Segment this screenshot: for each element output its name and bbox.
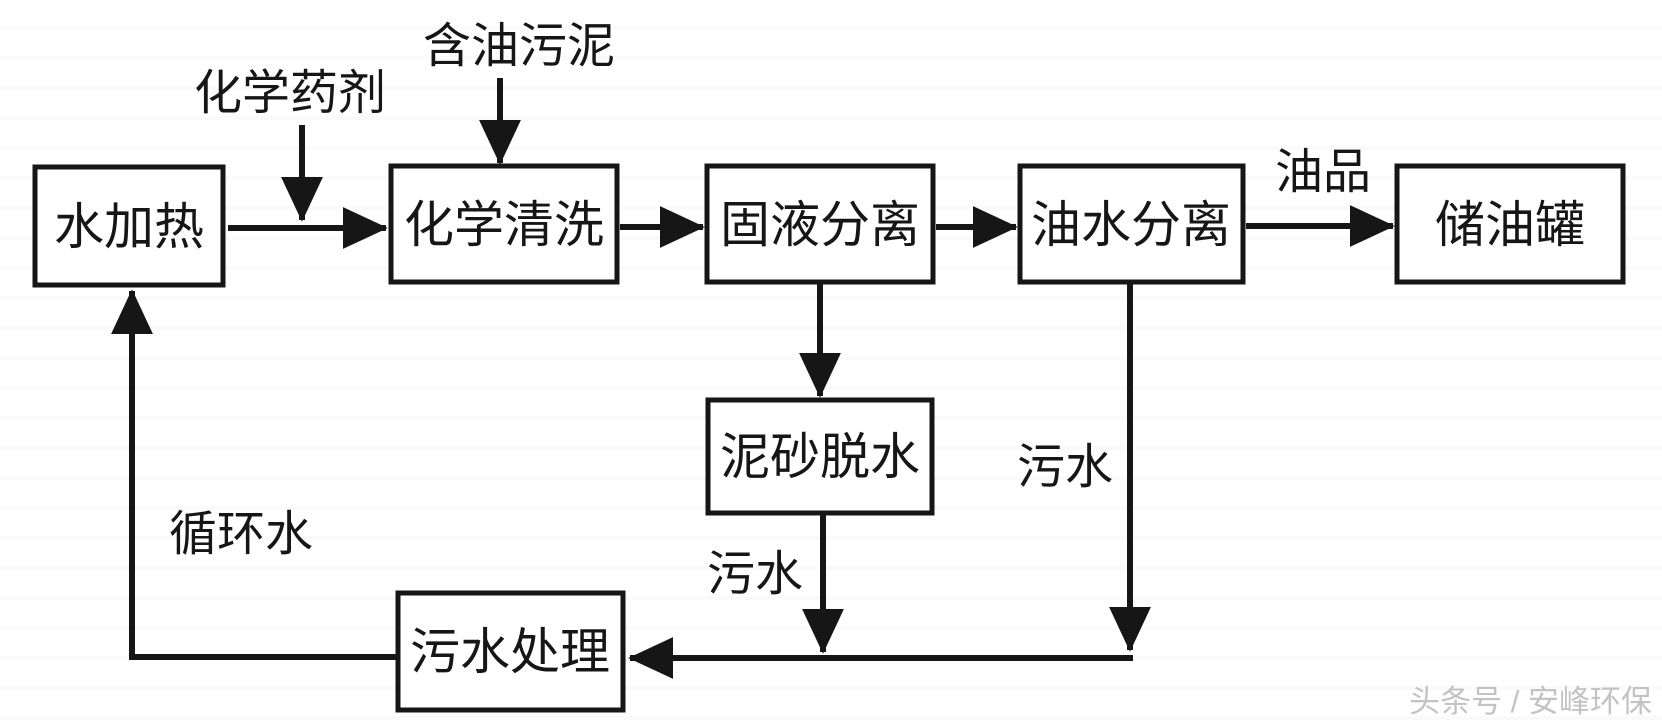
solid-liquid-separation-box-rect (704, 163, 936, 285)
flow-box-wastewater-treatment: 污水处理 (395, 590, 626, 713)
flow-box-chemical-washing: 化学清洗 (388, 163, 620, 285)
solid-liquid-separation-label: 固液分离 (720, 197, 920, 253)
sand-dewatering-box-rect (705, 397, 935, 516)
flow-box-oil-water-separation: 油水分离 (1017, 163, 1246, 285)
oil-water-separation-label: 油水分离 (1031, 197, 1231, 253)
watermark-text: 头条号 / 安峰环保 (1409, 684, 1652, 719)
wastewater-label-right: 污水 (1017, 441, 1113, 494)
chemical-agent-input-label: 化学药剂 (194, 67, 386, 120)
arrow-circulating-water-recycle (111, 289, 398, 660)
wastewater-treatment-box-rect (395, 590, 626, 713)
chemical-washing-label: 化学清洗 (404, 197, 604, 253)
circulating-water-label: 循环水 (169, 508, 313, 561)
sand-dewatering-label: 泥砂脱水 (720, 429, 920, 485)
water-heating-label: 水加热 (54, 199, 204, 255)
oil-storage-tank-label: 储油罐 (1435, 197, 1585, 253)
flow-box-solid-liquid-separation: 固液分离 (704, 163, 936, 285)
oily-sludge-input-label: 含油污泥 (423, 20, 615, 73)
oil-water-separation-box-rect (1017, 163, 1246, 285)
chemical-washing-box-rect (388, 163, 620, 285)
water-heating-box-rect (32, 164, 226, 288)
wastewater-treatment-label: 污水处理 (410, 624, 610, 680)
flow-box-water-heating: 水加热 (32, 164, 226, 288)
wastewater-label-left: 污水 (707, 548, 803, 601)
oil-storage-tank-box-rect (1394, 163, 1626, 285)
flow-box-sand-dewatering: 泥砂脱水 (705, 397, 935, 516)
oil-product-label: 油品 (1275, 146, 1371, 199)
flow-box-oil-storage-tank: 储油罐 (1394, 163, 1626, 285)
